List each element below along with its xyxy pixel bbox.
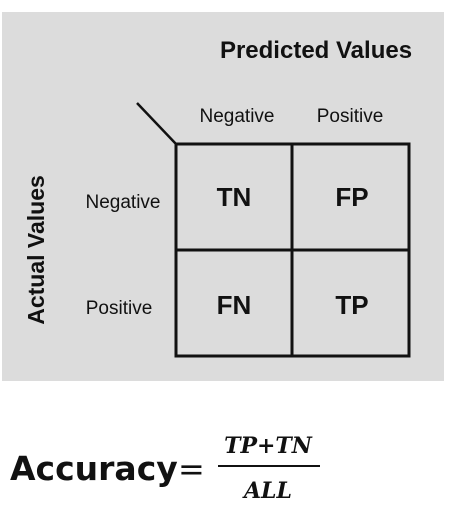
corner-diagonal <box>136 102 177 145</box>
row-header-negative: Negative <box>86 192 161 213</box>
formula-equals: = <box>178 450 205 488</box>
formula-denominator: ALL <box>242 478 292 504</box>
column-header-negative: Negative <box>200 106 275 127</box>
row-header-positive: Positive <box>86 298 153 319</box>
cell-fn: FN <box>217 290 252 320</box>
cell-fp: FP <box>335 182 368 212</box>
column-header-positive: Positive <box>317 106 384 127</box>
confusion-matrix-diagram: Predicted Values Negative Positive Negat… <box>23 37 412 358</box>
cell-tn: TN <box>217 182 252 212</box>
predicted-values-title: Predicted Values <box>220 37 412 64</box>
cell-tp: TP <box>335 290 368 320</box>
formula-lhs: Accuracy <box>10 449 178 488</box>
formula-numerator: TP+TN <box>224 433 313 459</box>
accuracy-formula: Accuracy = TP+TN ALL <box>10 433 320 504</box>
actual-values-label: Actual Values <box>23 175 49 325</box>
confusion-matrix-panel <box>2 12 444 381</box>
